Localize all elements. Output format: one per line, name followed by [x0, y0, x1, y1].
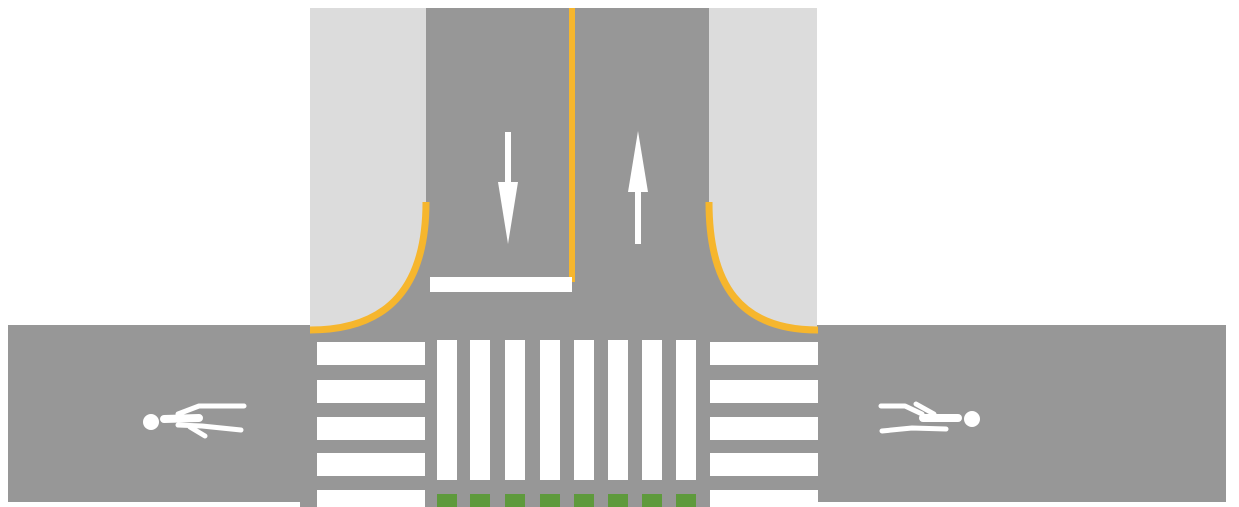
sidewalk-right	[709, 8, 817, 330]
green-bike-markings	[437, 494, 696, 507]
zebra-crosswalk	[437, 340, 696, 480]
curb-right	[705, 201, 819, 334]
arrow-down-icon	[498, 132, 518, 244]
yellow-center-line	[569, 8, 575, 282]
right-side-crossing-bars	[710, 342, 818, 507]
sidewalk-left	[310, 8, 426, 330]
stop-line	[430, 277, 572, 292]
walking-pedestrian-icon-left	[143, 403, 247, 439]
curb-left	[309, 201, 430, 334]
walking-pedestrian-icon-right	[878, 401, 980, 434]
left-side-crossing-bars	[317, 342, 425, 507]
arrow-up-icon	[628, 131, 648, 244]
